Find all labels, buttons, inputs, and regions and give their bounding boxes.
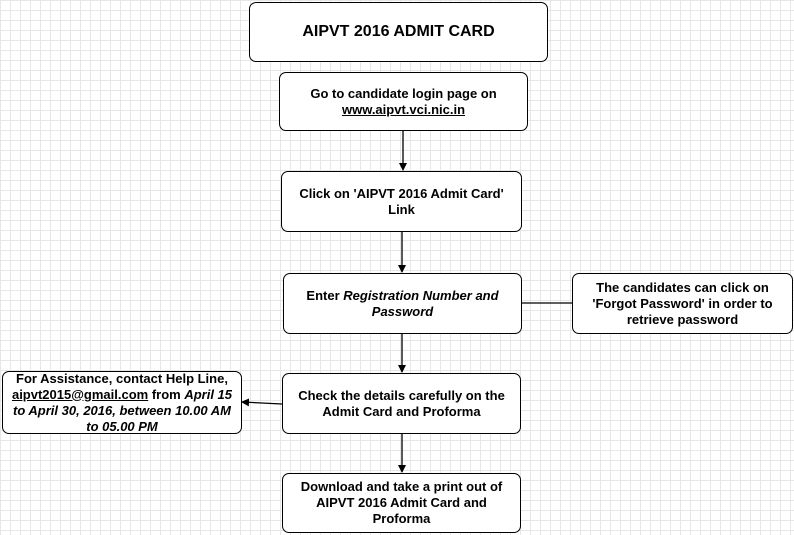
assistance-dates: April 15 to April 30, 2016, between 10.0…	[13, 386, 233, 434]
assistance-from: from	[148, 386, 181, 402]
forgot-password-note-box: The candidates can click on 'Forgot Pass…	[572, 273, 793, 334]
step-click-link-box: Click on 'AIPVT 2016 Admit Card' Link	[281, 171, 522, 232]
step-enter-prefix: Enter	[306, 287, 344, 303]
forgot-password-note-text: The candidates can click on 'Forgot Pass…	[592, 279, 773, 327]
step-login-text: Go to candidate login page on	[310, 85, 497, 101]
step-check-details-text: Check the details carefully on the Admit…	[298, 387, 505, 419]
assistance-line1: For Assistance, contact Help Line,	[16, 370, 228, 386]
assistance-note-box: For Assistance, contact Help Line, aipvt…	[2, 371, 242, 434]
step-download-text: Download and take a print out of AIPVT 2…	[300, 479, 503, 526]
step-check-details-box: Check the details carefully on the Admit…	[282, 373, 521, 434]
arrow-step4-to-assistance	[241, 398, 283, 407]
assistance-email-link[interactable]: aipvt2015@gmail.com	[11, 386, 149, 402]
step-click-link-text: Click on 'AIPVT 2016 Admit Card' Link	[299, 185, 504, 217]
step-enter-credentials-italic: Registration Number and Password	[343, 287, 499, 319]
step-enter-credentials-box: Enter Registration Number and Password	[283, 273, 522, 334]
diagram-title: AIPVT 2016 ADMIT CARD	[302, 23, 495, 40]
step-login-box: Go to candidate login page on www.aipvt.…	[279, 72, 528, 131]
login-url-link[interactable]: www.aipvt.vci.nic.in	[341, 101, 466, 117]
step-download-box: Download and take a print out of AIPVT 2…	[282, 473, 521, 533]
title-box: AIPVT 2016 ADMIT CARD	[249, 2, 548, 62]
